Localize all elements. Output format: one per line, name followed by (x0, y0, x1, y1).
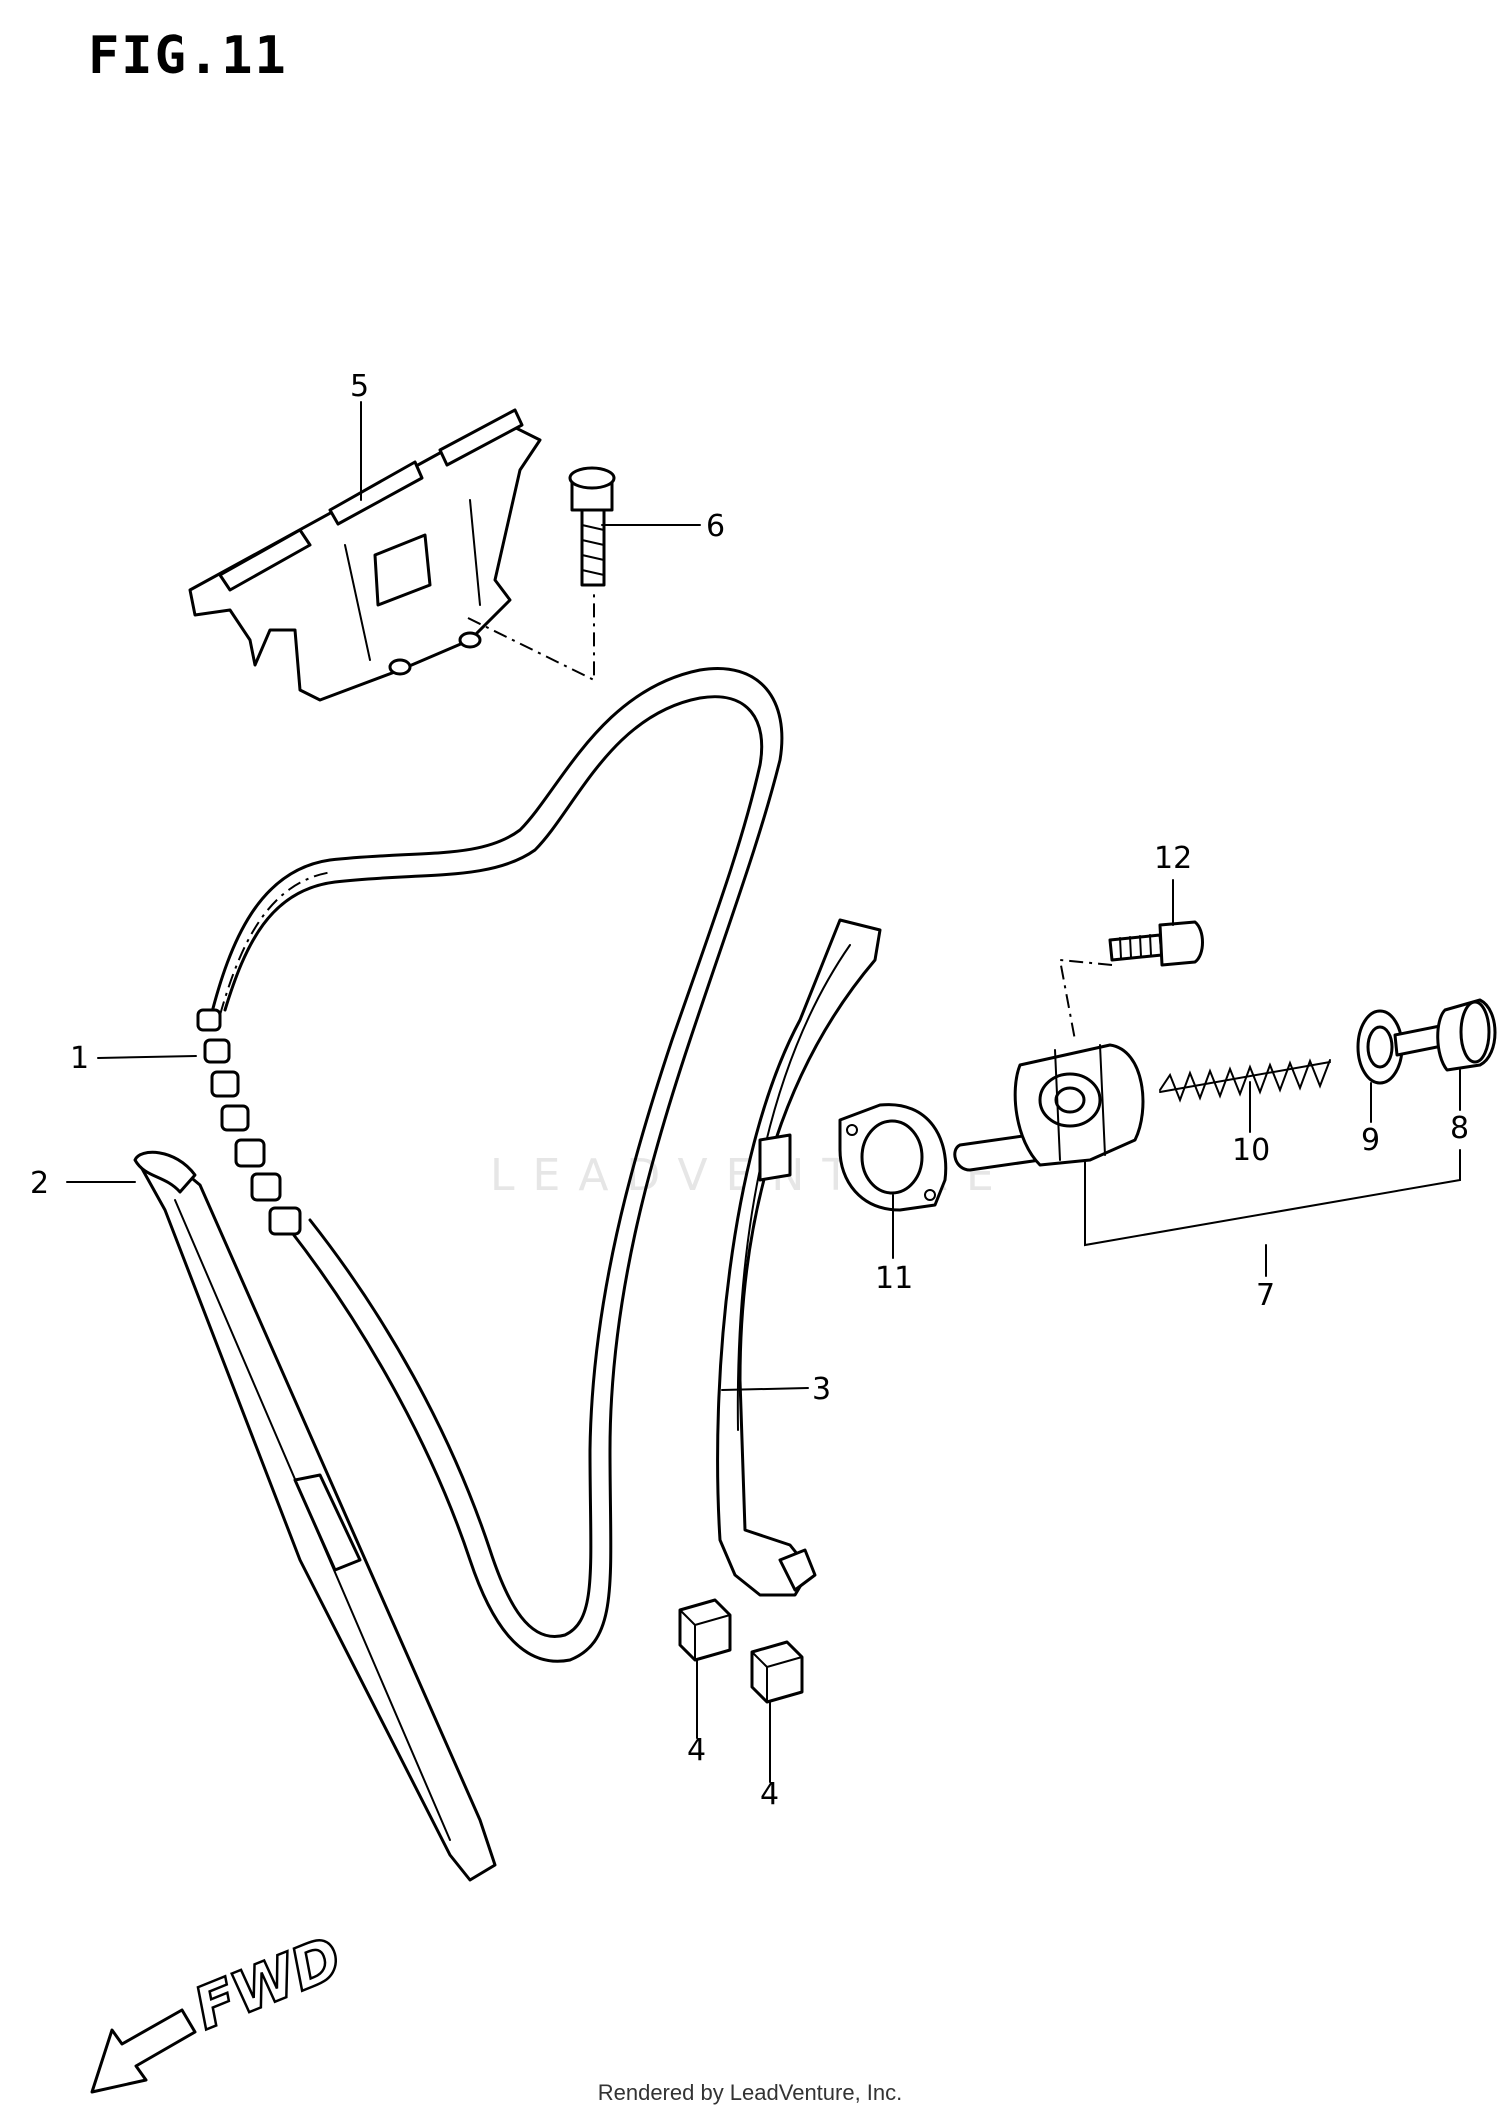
part-4-damper-b (750, 1640, 804, 1704)
part-10-spring (1159, 1058, 1331, 1103)
leader-lines (66, 401, 1461, 1783)
part-7-tensioner-body (953, 1043, 1145, 1172)
callout-2: 2 (30, 1166, 49, 1201)
assembly-bracket-7 (1084, 1149, 1461, 1247)
callout-6: 6 (706, 509, 725, 544)
fwd-label: FWD (185, 1923, 351, 2043)
callout-7: 7 (1256, 1278, 1275, 1313)
callout-4b: 4 (760, 1777, 779, 1812)
part-5-upper-guide (188, 408, 542, 702)
callout-labels: 1 2 3 4 4 5 6 7 8 9 10 11 12 (30, 369, 1469, 1812)
fwd-indicator: FWD (90, 1922, 352, 2094)
part-12-bolt (1108, 920, 1204, 967)
part-4-damper-a (678, 1598, 732, 1662)
callout-1: 1 (70, 1041, 89, 1076)
part-6-bolt (568, 466, 616, 587)
part-8-cap-bolt (1393, 998, 1497, 1072)
callout-9: 9 (1361, 1123, 1380, 1158)
callout-3: 3 (812, 1372, 831, 1407)
callout-5: 5 (350, 369, 369, 404)
callout-11: 11 (875, 1261, 913, 1296)
figure-title: FIG.11 (88, 26, 288, 86)
callout-8: 8 (1450, 1111, 1469, 1146)
footer-credit: Rendered by LeadVenture, Inc. (597, 2080, 903, 2105)
part-2-front-guide (133, 1150, 497, 1882)
part-1-chain-links (196, 1008, 302, 1236)
callout-10: 10 (1232, 1133, 1270, 1168)
callout-4a: 4 (687, 1733, 706, 1768)
bolt-12-leader-dash (1058, 958, 1113, 1041)
part-11-gasket (838, 1103, 948, 1212)
arrow-left-down-icon (90, 2008, 197, 2094)
cam-chain-loop (208, 667, 784, 1663)
callout-12: 12 (1154, 841, 1192, 876)
part-3-rear-guide (716, 918, 882, 1597)
